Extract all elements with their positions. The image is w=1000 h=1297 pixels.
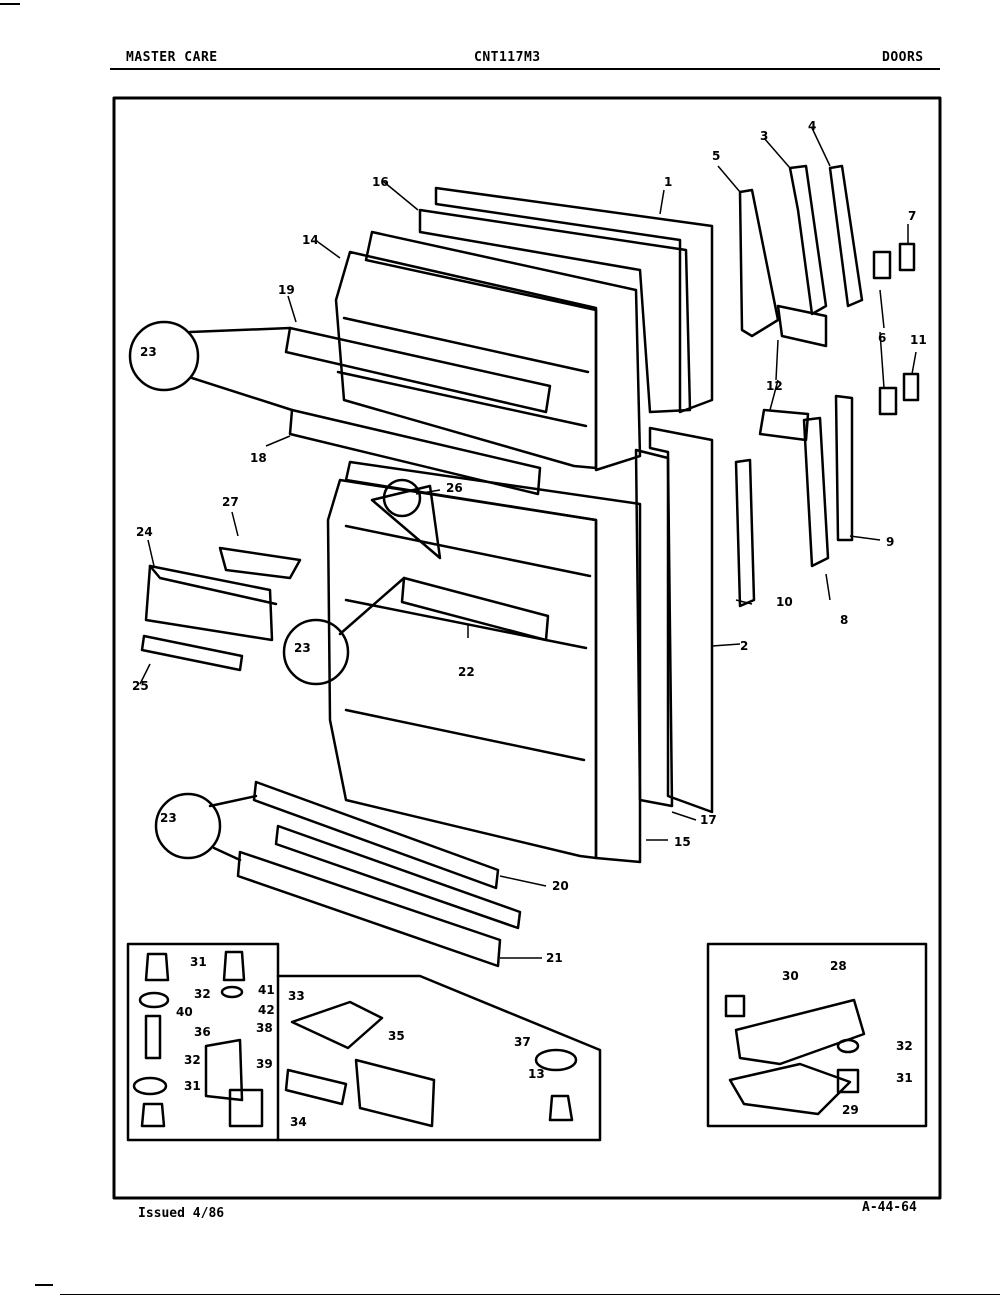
cap-11 bbox=[902, 372, 920, 402]
callout-14: 14 bbox=[302, 233, 319, 247]
fresh-food-door-gasket bbox=[634, 448, 674, 808]
callout-41: 41 bbox=[258, 983, 275, 997]
handle-27 bbox=[218, 546, 302, 580]
freezer-door-liner bbox=[364, 230, 642, 472]
callout-6: 6 bbox=[878, 331, 886, 345]
issue-date: Issued 4/86 bbox=[138, 1206, 225, 1221]
callout-39: 39 bbox=[256, 1057, 273, 1071]
hinge-part-8 bbox=[802, 416, 830, 568]
cap-7 bbox=[898, 242, 916, 272]
freezer-door-gasket bbox=[418, 208, 692, 414]
callout-8: 8 bbox=[840, 613, 848, 627]
freezer-shelf-19 bbox=[284, 326, 552, 414]
detail-bubble-bottom bbox=[154, 792, 222, 860]
callout-5: 5 bbox=[712, 149, 720, 163]
corner-mark-top bbox=[0, 3, 20, 5]
callout-21: 21 bbox=[546, 951, 563, 965]
callout-15: 15 bbox=[674, 835, 691, 849]
callout-37: 37 bbox=[514, 1035, 531, 1049]
block-6-top bbox=[872, 250, 892, 280]
header-section-title: DOORS bbox=[882, 50, 924, 65]
callout-31c: 31 bbox=[896, 1071, 913, 1085]
callout-2: 2 bbox=[740, 639, 748, 653]
callout-1: 1 bbox=[664, 175, 672, 189]
callout-24: 24 bbox=[136, 525, 153, 539]
callout-13: 13 bbox=[528, 1067, 545, 1081]
callout-32c: 32 bbox=[896, 1039, 913, 1053]
callout-22: 22 bbox=[458, 665, 475, 679]
diagram-code: A-44-64 bbox=[862, 1200, 917, 1215]
kit-box-right bbox=[706, 942, 928, 1128]
callout-23c: 23 bbox=[160, 811, 177, 825]
callout-28: 28 bbox=[830, 959, 847, 973]
bottom-shelf-21 bbox=[236, 850, 502, 968]
block-6-bottom bbox=[878, 386, 898, 416]
bottom-rule bbox=[60, 1294, 1000, 1295]
butter-door-24 bbox=[144, 564, 274, 642]
hinge-part-9 bbox=[834, 394, 854, 542]
header-brand: MASTER CARE bbox=[126, 50, 218, 65]
fresh-food-door-panel bbox=[648, 426, 714, 814]
callout-23b: 23 bbox=[294, 641, 311, 655]
trim-25 bbox=[140, 634, 244, 672]
callout-32b: 32 bbox=[184, 1053, 201, 1067]
diagram-frame bbox=[112, 96, 942, 1200]
callout-19: 19 bbox=[278, 283, 295, 297]
callout-20: 20 bbox=[552, 879, 569, 893]
hinge-part-12-top bbox=[776, 304, 828, 348]
callout-12: 12 bbox=[766, 379, 783, 393]
callout-35: 35 bbox=[388, 1029, 405, 1043]
callout-17: 17 bbox=[700, 813, 717, 827]
callout-40: 40 bbox=[176, 1005, 193, 1019]
callout-11: 11 bbox=[910, 333, 927, 347]
detail-bubble-mid bbox=[282, 618, 350, 686]
hinge-part-3 bbox=[788, 164, 828, 316]
corner-mark-bottom bbox=[35, 1284, 53, 1286]
callout-9: 9 bbox=[886, 535, 894, 549]
detail-bubble-top bbox=[128, 320, 200, 392]
kit-box-left bbox=[126, 942, 280, 1142]
callout-23a: 23 bbox=[140, 345, 157, 359]
bottom-shelf-a bbox=[252, 780, 500, 890]
header-model-number: CNT117M3 bbox=[474, 50, 541, 65]
callout-3: 3 bbox=[760, 129, 768, 143]
callout-31a: 31 bbox=[190, 955, 207, 969]
callout-31b: 31 bbox=[184, 1079, 201, 1093]
callout-30: 30 bbox=[782, 969, 799, 983]
kit-box-mid bbox=[276, 974, 602, 1142]
hinge-part-5 bbox=[738, 188, 780, 338]
callout-32a: 32 bbox=[194, 987, 211, 1001]
callout-16: 16 bbox=[372, 175, 389, 189]
freezer-door-panel bbox=[434, 186, 714, 414]
callout-42: 42 bbox=[258, 1003, 275, 1017]
callout-7: 7 bbox=[908, 209, 916, 223]
callout-4: 4 bbox=[808, 119, 816, 133]
dairy-cone bbox=[370, 484, 442, 560]
callout-18: 18 bbox=[250, 451, 267, 465]
callout-34: 34 bbox=[290, 1115, 307, 1129]
hinge-part-4 bbox=[828, 164, 864, 308]
callout-38: 38 bbox=[256, 1021, 273, 1035]
bottom-shelf-b bbox=[274, 824, 522, 930]
callout-27: 27 bbox=[222, 495, 239, 509]
callout-36: 36 bbox=[194, 1025, 211, 1039]
callout-26: 26 bbox=[446, 481, 463, 495]
header-rule bbox=[110, 68, 940, 70]
freezer-shelf-18 bbox=[288, 408, 542, 496]
hinge-part-10 bbox=[734, 458, 756, 608]
callout-25: 25 bbox=[132, 679, 149, 693]
callout-33: 33 bbox=[288, 989, 305, 1003]
callout-29: 29 bbox=[842, 1103, 859, 1117]
hinge-part-12-bottom bbox=[758, 408, 810, 442]
callout-10: 10 bbox=[776, 595, 793, 609]
door-shelf-22 bbox=[400, 576, 550, 642]
